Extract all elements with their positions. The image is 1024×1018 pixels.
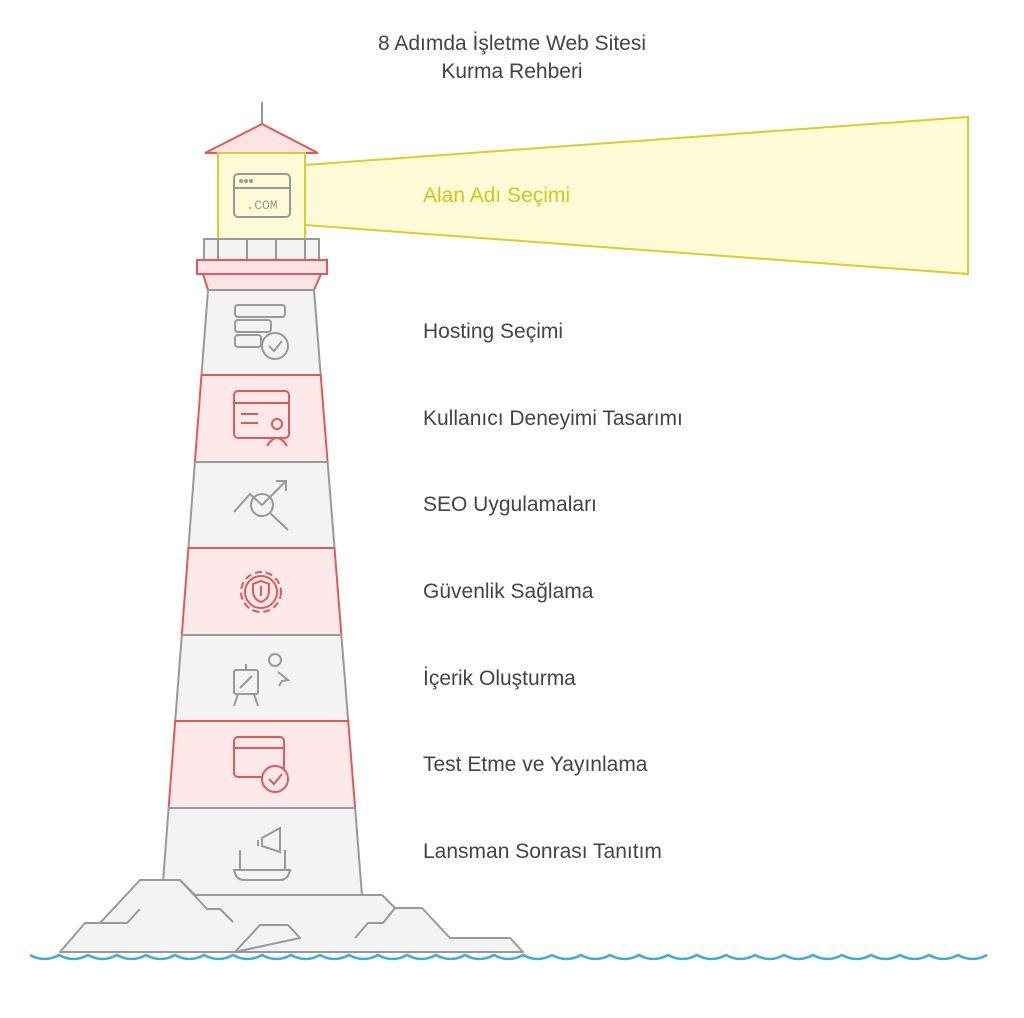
step-label-2: Hosting Seçimi [423, 320, 564, 343]
tower-band-6 [174, 634, 350, 722]
lantern-room [217, 152, 306, 240]
gear-shield-icon [240, 571, 282, 613]
step-label-4: SEO Uygulamaları [423, 493, 597, 516]
roof [204, 122, 319, 154]
step-label-7: Test Etme ve Yayınlama [423, 753, 648, 776]
easel-presenter-icon [233, 653, 291, 707]
browser-user-icon [233, 390, 290, 447]
title-line-1: 8 Adımda İşletme Web Sitesi [377, 32, 647, 55]
light-beam [304, 115, 969, 276]
diagram-title: 8 Adımda İşletme Web Sitesi Kurma Rehber… [0, 30, 1024, 86]
gallery-base [201, 273, 323, 291]
laptop-megaphone-icon [232, 826, 292, 881]
domain-com-icon: .COM [233, 173, 291, 218]
browser-check-icon [233, 736, 289, 793]
tower-band-3 [193, 374, 329, 463]
water-waves [29, 953, 988, 961]
step-label-1: Alan Adı Seçimi [423, 184, 571, 207]
server-check-icon [234, 304, 289, 360]
tower-band-7 [167, 720, 357, 809]
step-label-3: Kullanıcı Deneyimi Tasarımı [423, 407, 683, 430]
chart-magnifier-icon [233, 480, 289, 531]
title-line-2: Kurma Rehberi [441, 60, 583, 83]
railing [203, 238, 320, 261]
gallery-deck [196, 259, 328, 275]
rocks [59, 879, 524, 953]
step-label-6: İçerik Oluşturma [423, 667, 576, 690]
step-label-8: Lansman Sonrası Tanıtım [423, 840, 662, 863]
tower-band-8 [160, 807, 364, 896]
step-label-5: Güvenlik Sağlama [423, 580, 594, 603]
svg-text:.COM: .COM [246, 198, 277, 213]
